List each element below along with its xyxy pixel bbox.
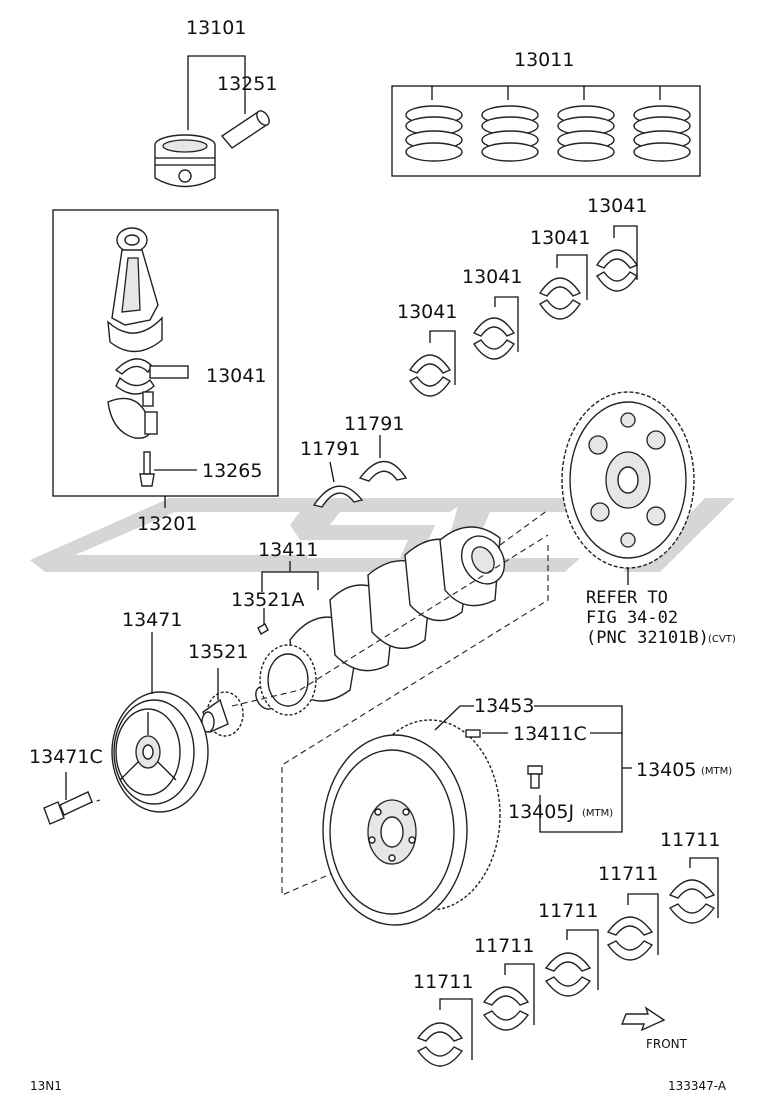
rod-bearing-pair-1[interactable] — [595, 249, 639, 292]
refer-note-line1: REFER TO — [586, 588, 668, 608]
label-11711-1: 11711 — [660, 829, 720, 851]
footer-figure-number: 133347-A — [668, 1079, 727, 1093]
refer-note-line2: FIG 34-02 — [586, 608, 678, 628]
rod-bearing-pair-4[interactable] — [408, 354, 452, 397]
main-bearing-4[interactable] — [482, 986, 530, 1031]
flywheel-mtm[interactable] — [322, 719, 501, 926]
label-11711-2: 11711 — [598, 863, 658, 885]
rod-bearing-pair-3[interactable] — [472, 317, 516, 360]
label-13453: 13453 — [474, 695, 534, 717]
rod-cap[interactable] — [107, 391, 158, 439]
flywheel-dowel-pin[interactable] — [465, 729, 481, 738]
label-13471: 13471 — [122, 609, 182, 631]
crankshaft-pulley[interactable] — [111, 691, 209, 813]
label-13041-ring2: 13041 — [530, 227, 590, 249]
piston-pin[interactable] — [220, 109, 272, 149]
label-13265: 13265 — [202, 460, 262, 482]
connecting-rod-box — [52, 209, 279, 497]
label-13041-rod: 13041 — [206, 365, 266, 387]
rod-bearing-shells[interactable] — [114, 358, 155, 395]
label-13405: 13405 — [636, 759, 696, 781]
drive-plate-cvt[interactable] — [561, 391, 695, 569]
main-bearing-5[interactable] — [416, 1022, 464, 1067]
label-13411: 13411 — [258, 539, 318, 561]
label-13521: 13521 — [188, 641, 248, 663]
connecting-rod[interactable] — [107, 227, 163, 353]
label-13405J: 13405J — [508, 801, 574, 823]
rod-bearing-pair-2[interactable] — [538, 277, 582, 320]
label-11711-3: 11711 — [538, 900, 598, 922]
label-13041-ring4: 13041 — [397, 301, 457, 323]
main-bearing-2[interactable] — [606, 916, 654, 961]
thrust-washer-right[interactable] — [358, 461, 408, 482]
label-13251: 13251 — [217, 73, 277, 95]
front-direction-arrow-icon — [620, 1006, 666, 1032]
label-13041-ring1: 13041 — [587, 195, 647, 217]
main-bearing-3[interactable] — [544, 952, 592, 997]
label-13521A: 13521A — [231, 589, 304, 611]
rod-bolt[interactable] — [139, 451, 155, 487]
label-13405J-note: (MTM) — [582, 808, 613, 819]
piston-ring-set-box — [391, 85, 701, 177]
label-13471C: 13471C — [29, 746, 103, 768]
refer-note-suffix: (CVT) — [708, 634, 736, 645]
flywheel-bolt[interactable] — [527, 765, 543, 789]
label-13041-ring3: 13041 — [462, 266, 522, 288]
label-11711-4: 11711 — [474, 935, 534, 957]
crankshaft-key[interactable] — [257, 623, 269, 635]
label-13405-note: (MTM) — [701, 766, 732, 777]
crank-timing-rotor[interactable] — [259, 644, 317, 716]
front-label: FRONT — [646, 1037, 688, 1051]
pulley-bolt[interactable] — [43, 791, 93, 825]
main-bearing-1[interactable] — [668, 879, 716, 924]
crankshaft-timing-gear[interactable] — [201, 691, 244, 737]
label-13011: 13011 — [514, 49, 574, 71]
crankshaft[interactable] — [252, 526, 513, 712]
piston-assembly[interactable] — [154, 134, 216, 188]
label-11791-left: 11791 — [300, 438, 360, 460]
label-13411C: 13411C — [513, 723, 587, 745]
footer-left-code: 13N1 — [30, 1079, 62, 1093]
label-13201: 13201 — [137, 513, 197, 535]
label-13101: 13101 — [186, 17, 246, 39]
piston-ring-set[interactable] — [405, 105, 691, 162]
thrust-washer-left[interactable] — [312, 485, 364, 508]
refer-note-line3: (PNC 32101B) — [586, 628, 709, 648]
label-11791-right: 11791 — [344, 413, 404, 435]
label-11711-5: 11711 — [413, 971, 473, 993]
